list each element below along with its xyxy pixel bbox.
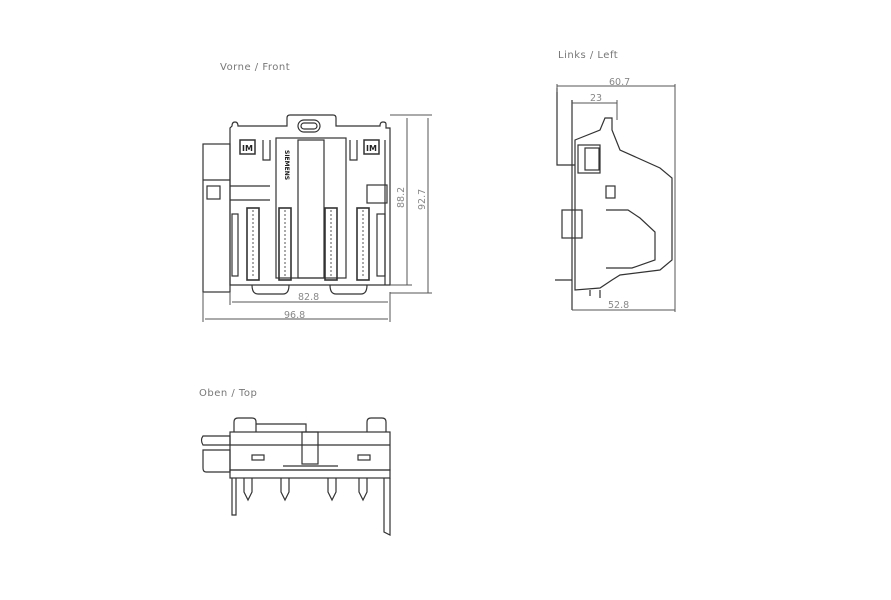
dim-92-7: 92.7 xyxy=(417,189,428,210)
front-view-title: Vorne / Front xyxy=(220,62,291,73)
dim-23: 23 xyxy=(590,93,602,104)
badge-im-right: IM xyxy=(366,144,377,153)
brand-text: SIEMENS xyxy=(283,150,290,180)
dim-88-2: 88.2 xyxy=(396,187,407,208)
dim-82-8: 82.8 xyxy=(298,292,319,303)
top-view-title: Oben / Top xyxy=(199,388,258,399)
left-view-title: Links / Left xyxy=(558,50,619,61)
dim-60-7: 60.7 xyxy=(609,77,630,88)
front-dimensions xyxy=(202,114,432,322)
left-view-drawing xyxy=(555,88,673,310)
badge-im-left: IM xyxy=(242,144,253,153)
left-dimensions xyxy=(556,84,676,312)
dim-52-8: 52.8 xyxy=(608,300,629,311)
top-view-drawing xyxy=(200,417,391,536)
dim-96-8: 96.8 xyxy=(284,310,305,321)
front-view-drawing xyxy=(202,114,391,295)
